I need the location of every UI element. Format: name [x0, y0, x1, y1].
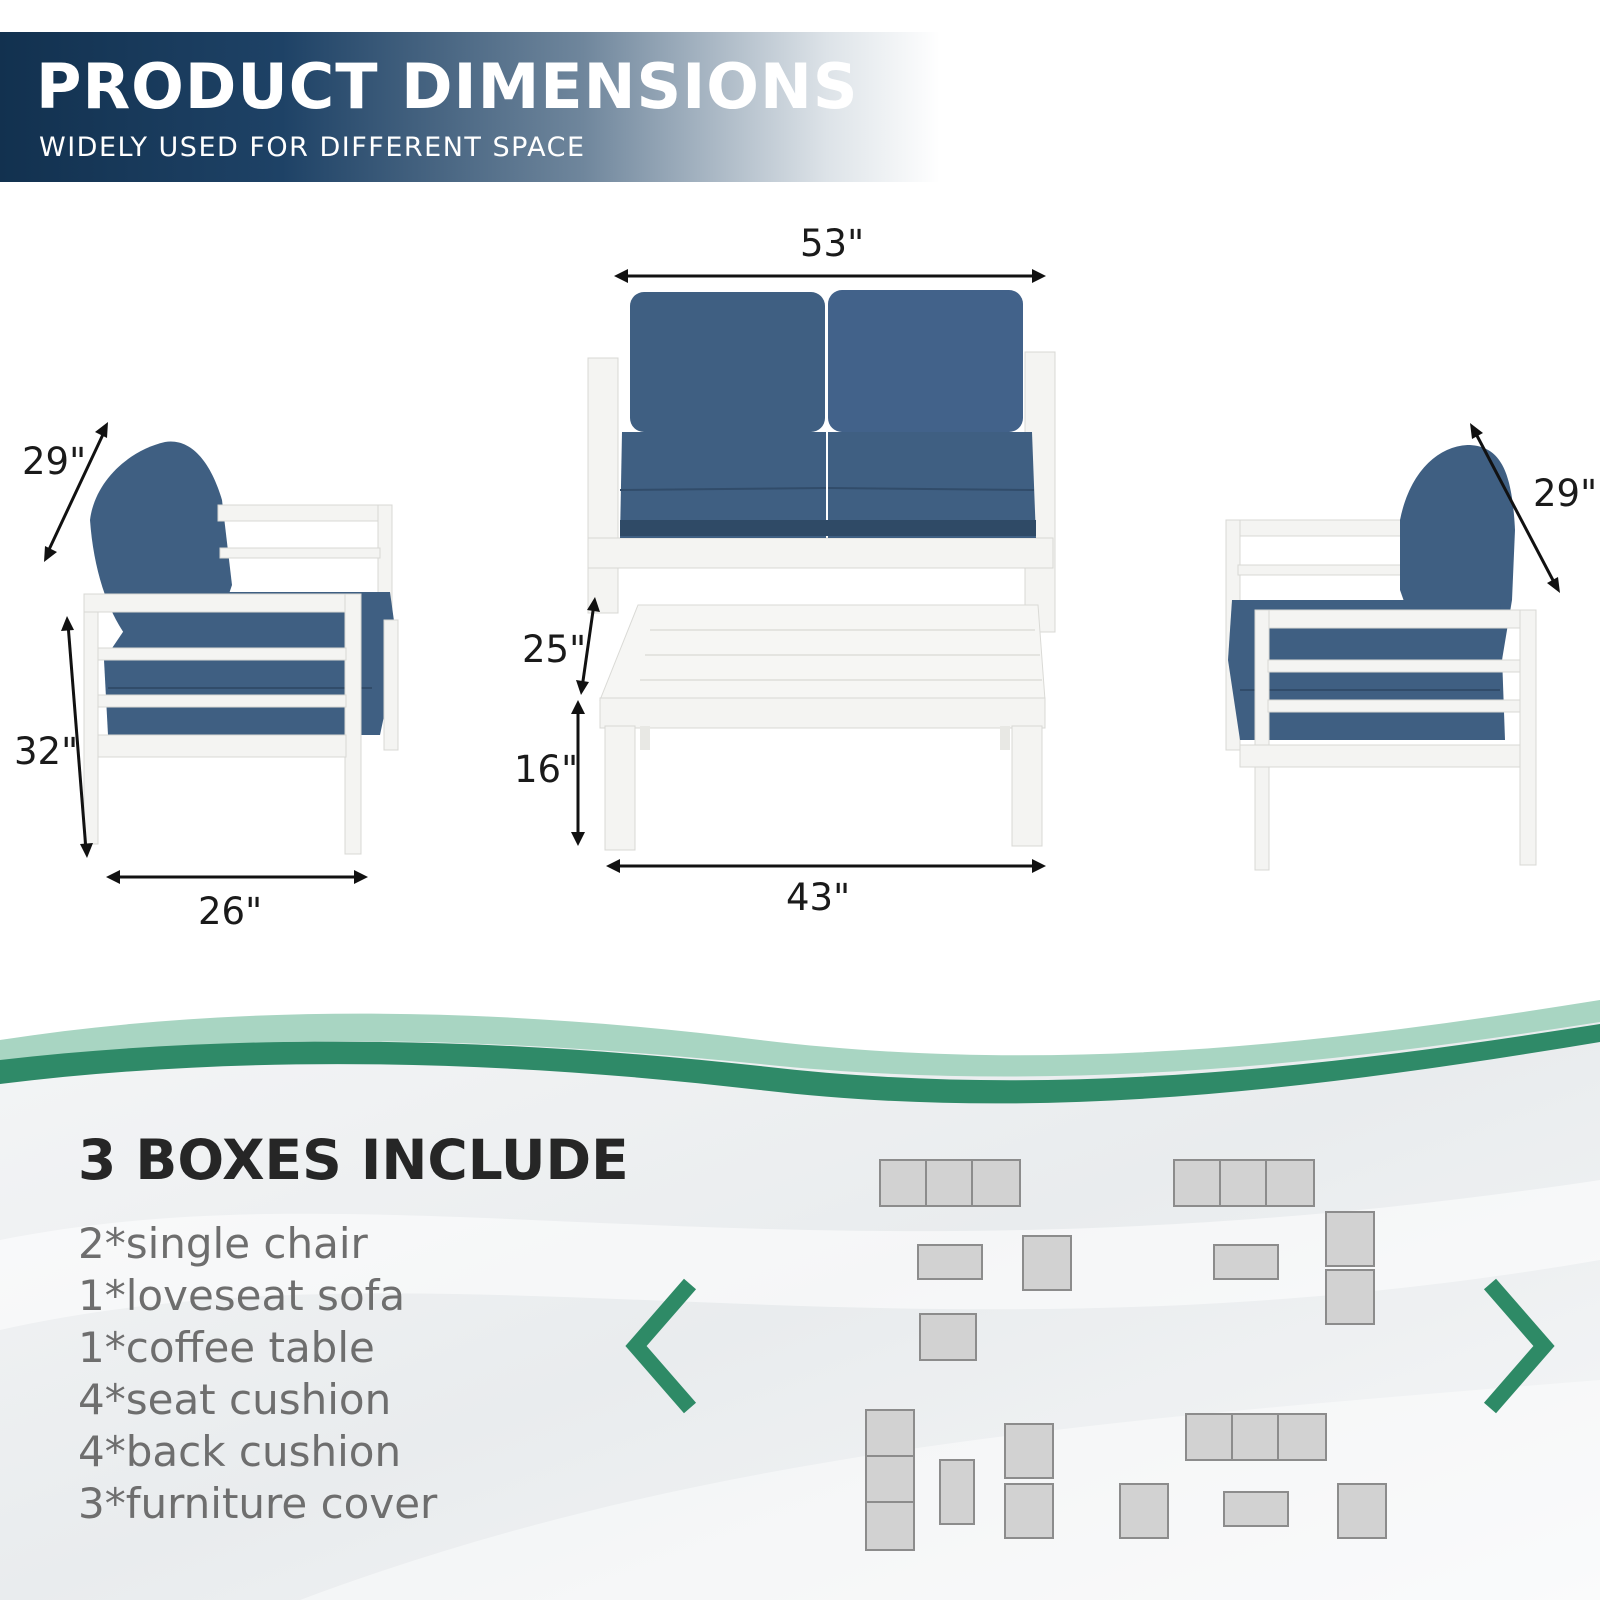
wave-light	[0, 1000, 1600, 1077]
wave-dark	[0, 1024, 1600, 1104]
banner-subtitle: WIDELY USED FOR DIFFERENT SPACE	[39, 132, 586, 163]
banner-title: PRODUCT DIMENSIONS	[36, 50, 859, 123]
list-item: 4*seat cushion	[78, 1375, 392, 1424]
list-item: 2*single chair	[78, 1219, 368, 1268]
list-item: 4*back cushion	[78, 1427, 402, 1476]
dim-left-chair-height: 32"	[14, 730, 79, 773]
box-items-list: 2*single chair 1*loveseat sofa 1*coffee …	[78, 1218, 437, 1530]
right-chair-illustration	[1225, 445, 1537, 871]
dim-loveseat-width: 53"	[800, 222, 865, 265]
dimension-arrows	[44, 269, 1560, 884]
dim-left-chair-depth: 29"	[22, 440, 87, 483]
boxes-title: 3 BOXES INCLUDE	[78, 1128, 629, 1192]
dim-seat-height: 25"	[522, 628, 587, 671]
loveseat-illustration	[587, 290, 1056, 633]
header-banner	[0, 32, 940, 182]
chevron-left-icon[interactable]	[618, 1276, 708, 1416]
chevron-right-icon[interactable]	[1472, 1276, 1562, 1416]
light-sheen	[0, 1180, 1600, 1330]
list-item: 1*coffee table	[78, 1323, 375, 1372]
dim-left-chair-width: 26"	[198, 890, 263, 933]
box-layout-diagram	[865, 1159, 1387, 1551]
dim-table-width: 43"	[786, 876, 851, 919]
list-item: 3*furniture cover	[78, 1479, 438, 1528]
coffee-table-illustration	[599, 604, 1046, 851]
list-item: 1*loveseat sofa	[78, 1271, 406, 1320]
dim-right-chair-depth: 29"	[1533, 472, 1598, 515]
left-chair-illustration	[83, 441, 399, 855]
dim-table-height: 16"	[514, 748, 579, 791]
